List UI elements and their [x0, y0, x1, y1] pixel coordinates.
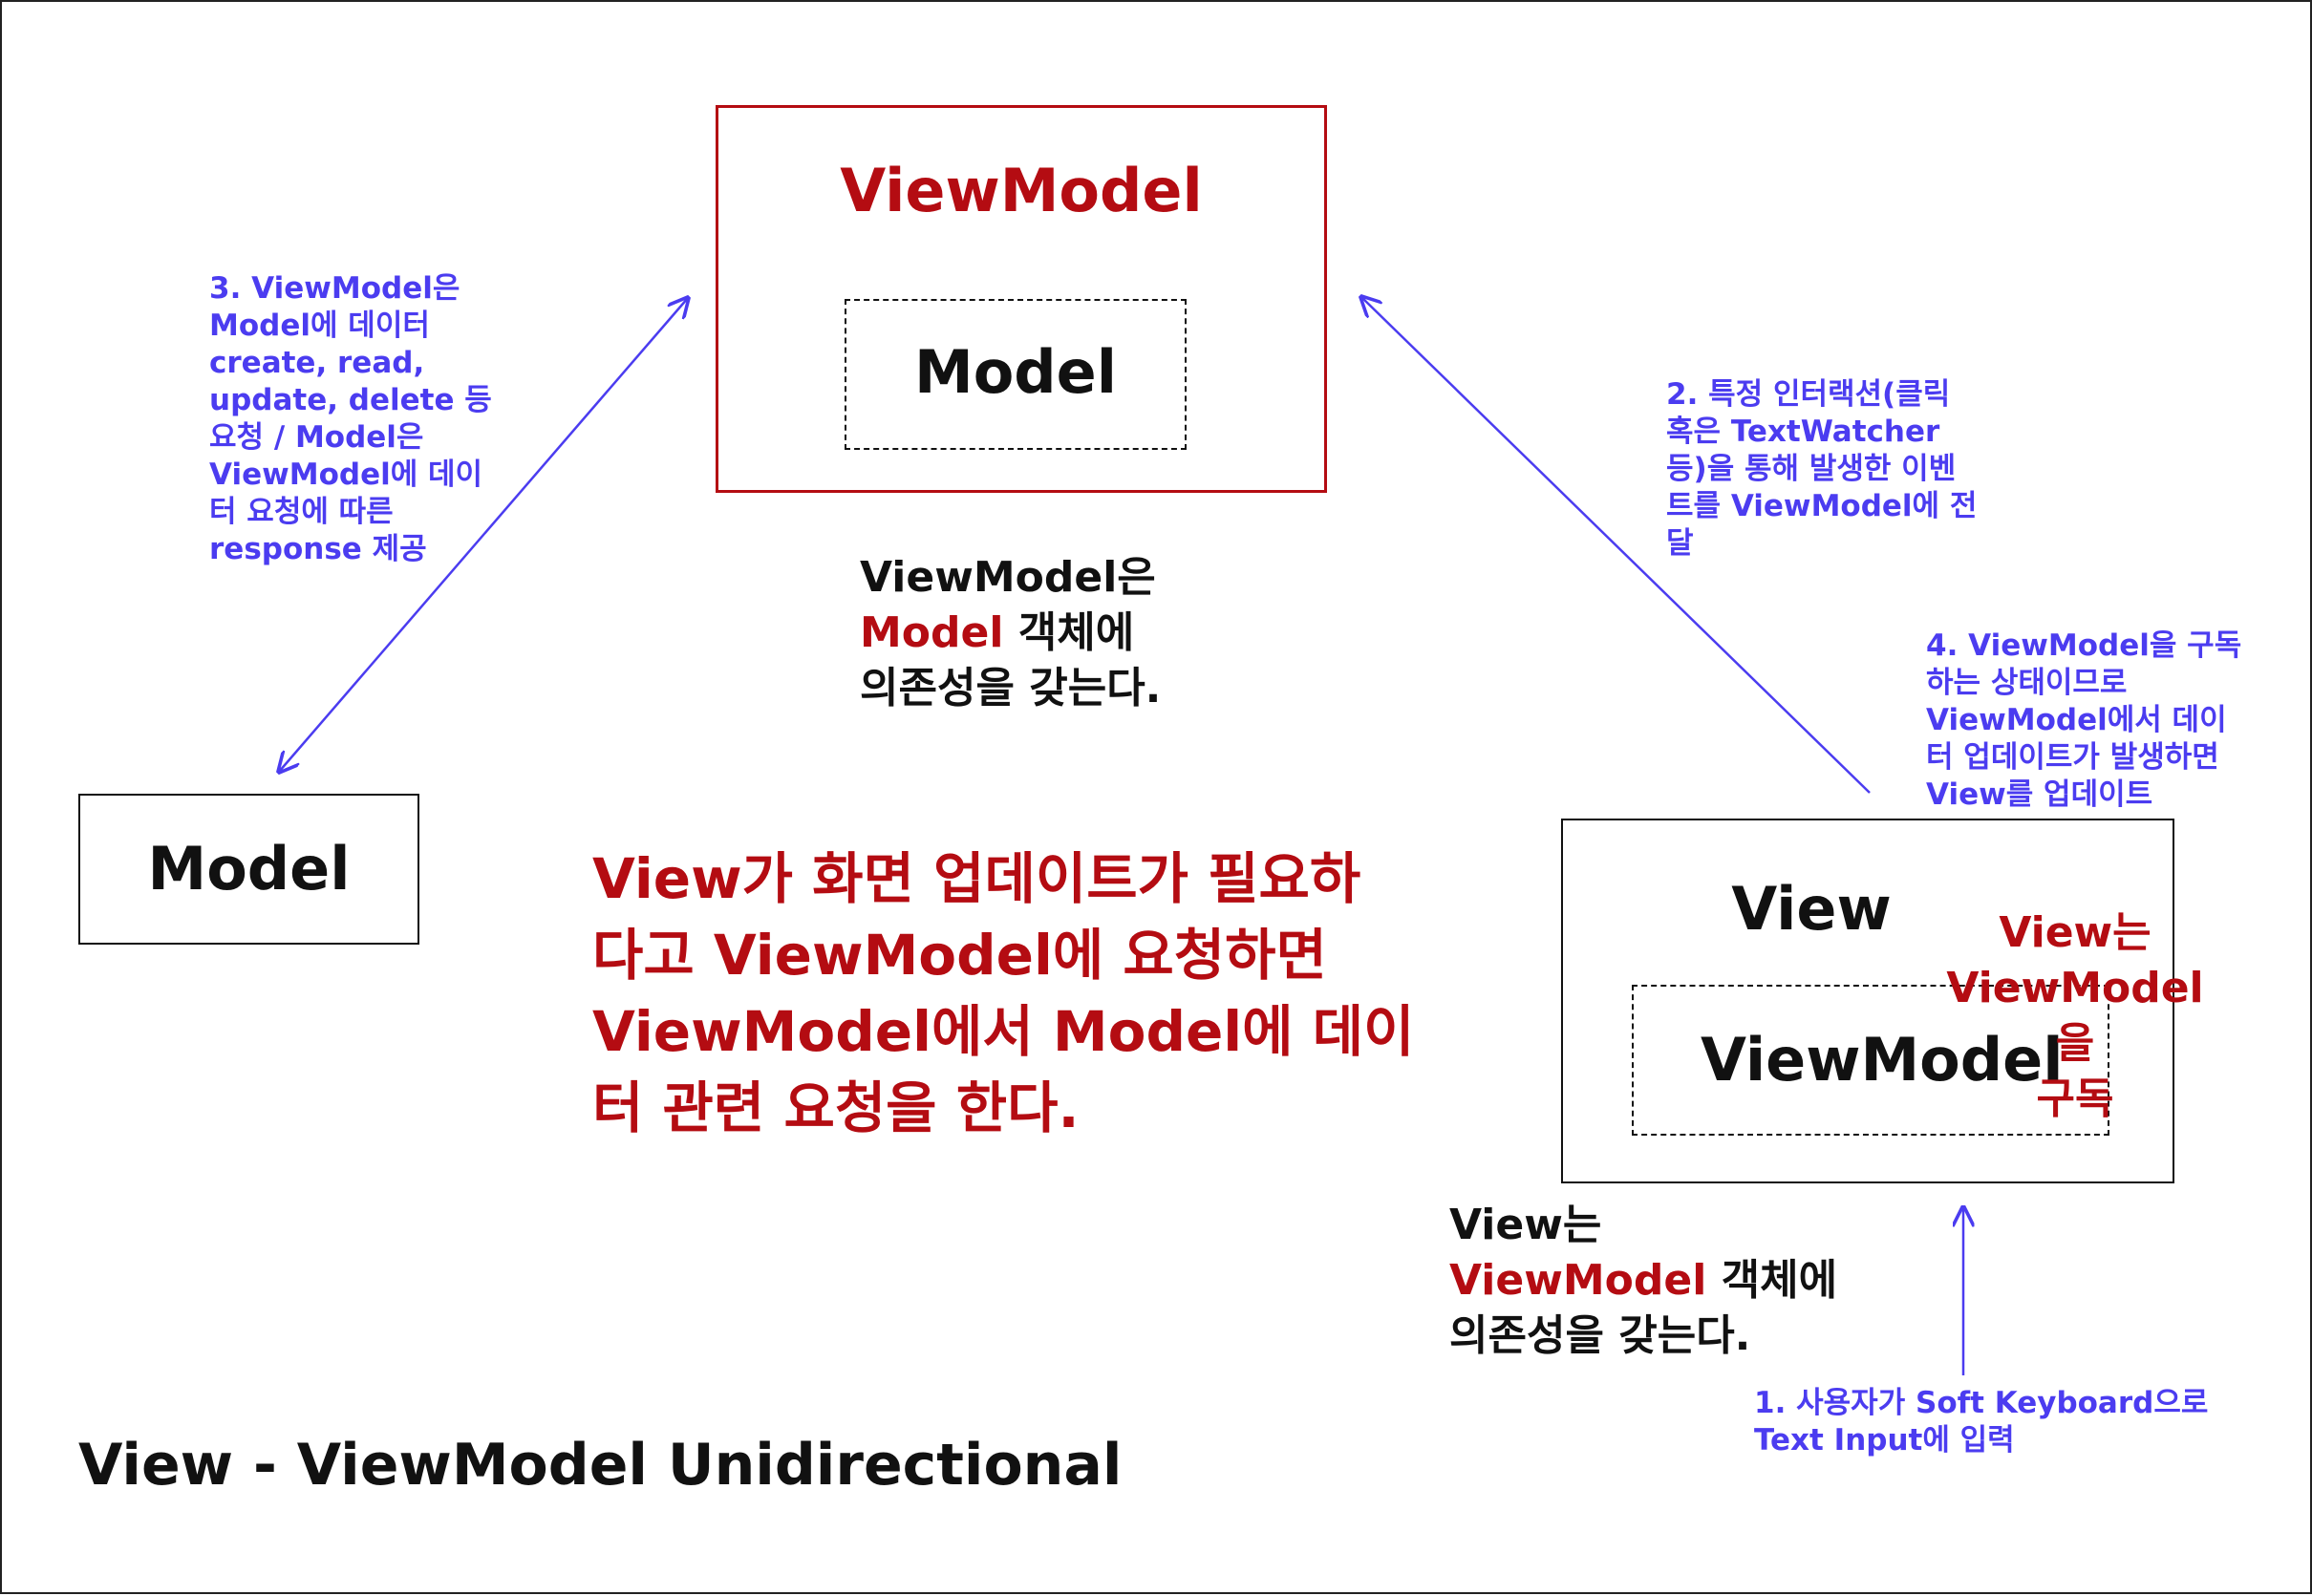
viewmodel-note-model: Model — [860, 608, 1004, 657]
model-node: Model — [78, 794, 419, 945]
step-4-annotation: 4. ViewModel을 구독 하는 상태이므로 ViewModel에서 데이… — [1926, 628, 2242, 812]
viewmodel-note-line3: 의존성을 갖는다. — [860, 664, 1162, 713]
view-node-title: View — [1731, 874, 1892, 944]
viewmodel-model-double-arrow — [279, 298, 688, 772]
view-node: View ViewModel — [1561, 819, 2174, 1183]
model-node-title: Model — [147, 834, 351, 904]
view-note-object: 객체에 — [1706, 1256, 1838, 1305]
view-inner-viewmodel-box: ViewModel — [1632, 985, 2109, 1136]
center-message: View가 화면 업데이트가 필요하 다고 ViewModel에 요청하면 Vi… — [592, 846, 1415, 1140]
viewmodel-inner-model-box: Model — [845, 299, 1187, 450]
viewmodel-note-line1: ViewModel은 — [860, 553, 1156, 602]
viewmodel-note-object: 객체에 — [1003, 608, 1135, 657]
step-2-annotation: 2. 특정 인터랙션(클릭 혹은 TextWatcher 등)을 통해 발생한 … — [1666, 377, 1978, 561]
viewmodel-note-line2: Model 객체에 — [860, 606, 1161, 661]
diagram-caption: View - ViewModel Unidirectional — [78, 1432, 1123, 1499]
viewmodel-node-title: ViewModel — [840, 156, 1203, 225]
view-inner-viewmodel-label: ViewModel — [1701, 1025, 2064, 1095]
viewmodel-inner-model-label: Model — [914, 337, 1117, 407]
view-note-line3: 의존성을 갖는다. — [1449, 1311, 1751, 1360]
step-1-annotation: 1. 사용자가 Soft Keyboard으로 Text Input에 입력 — [1754, 1386, 2209, 1458]
view-note-viewmodel: ViewModel — [1449, 1256, 1707, 1305]
step-3-annotation: 3. ViewModel은 Model에 데이터 create, read, u… — [209, 271, 492, 566]
viewmodel-node: ViewModel Model — [716, 105, 1327, 493]
view-subscribe-note: View는 ViewModel을 구독 — [1946, 908, 2204, 1123]
view-dependency-note: View는 ViewModel 객체에 의존성을 갖는다. — [1449, 1198, 1837, 1364]
view-note-line2: ViewModel 객체에 — [1449, 1253, 1837, 1309]
view-note-line1: View는 — [1449, 1201, 1602, 1249]
viewmodel-dependency-note: ViewModel은 Model 객체에 의존성을 갖는다. — [860, 550, 1161, 716]
view-to-viewmodel-arrow — [1361, 297, 1871, 794]
